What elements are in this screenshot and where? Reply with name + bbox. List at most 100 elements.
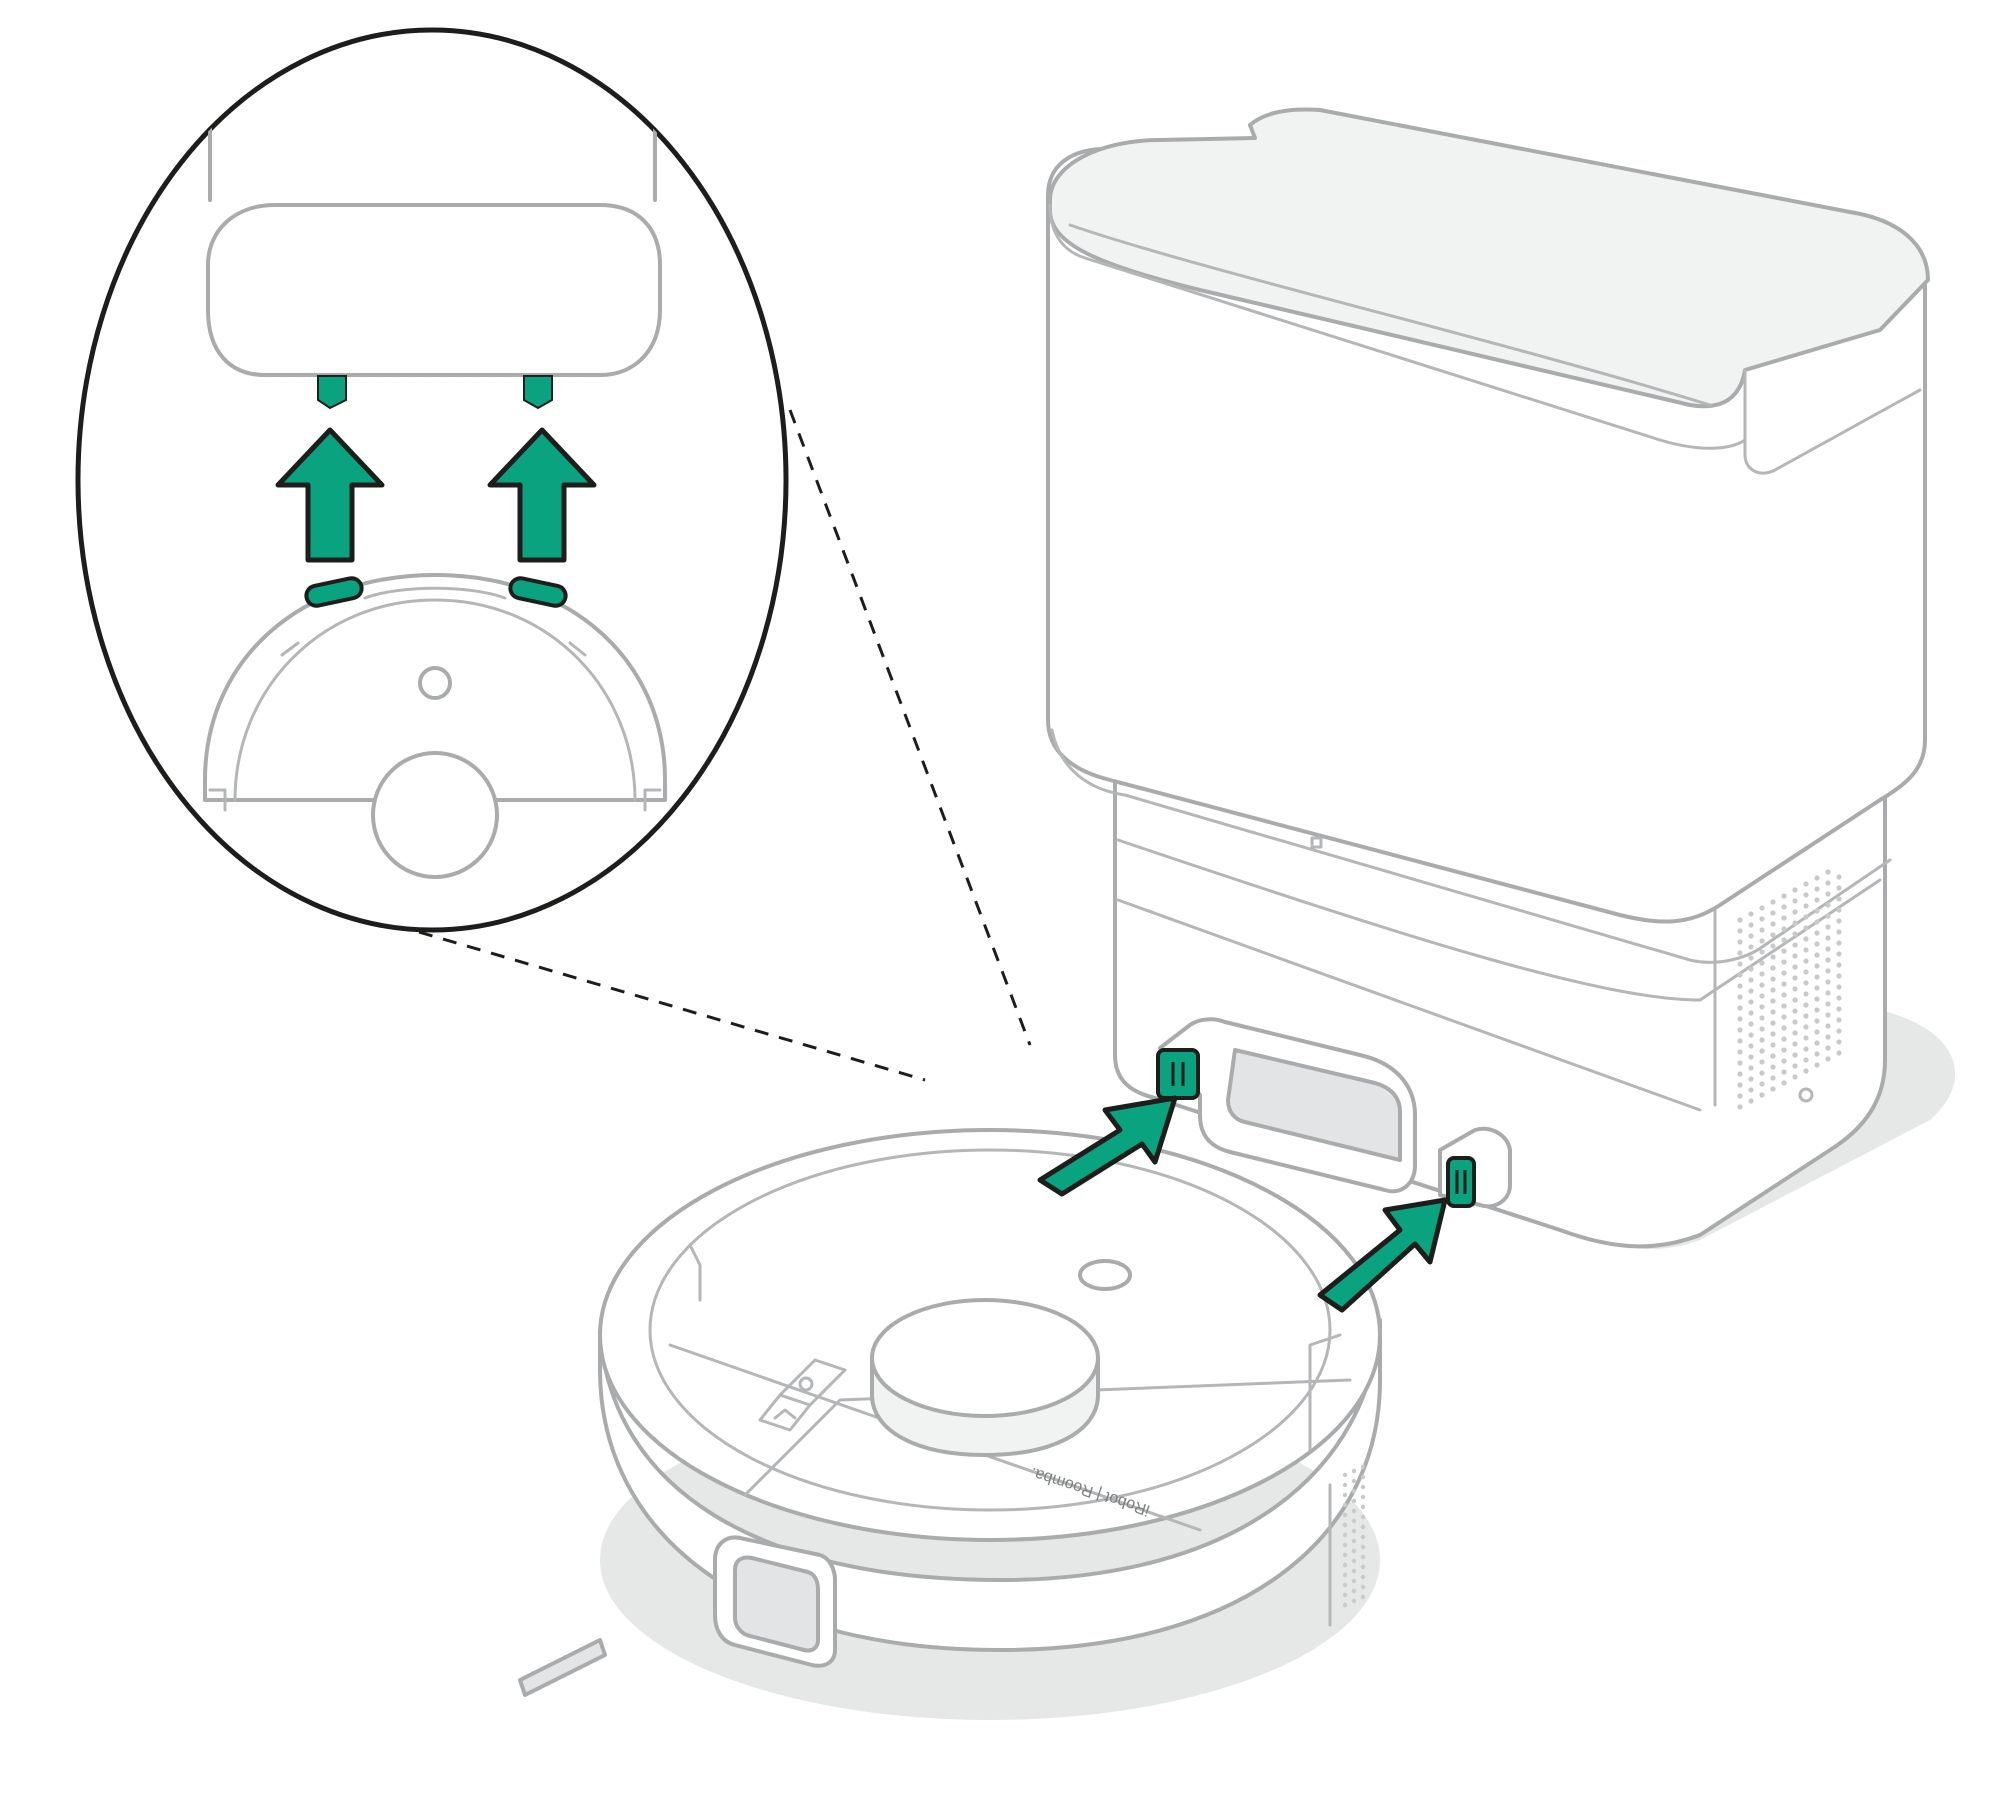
robot-vent-hole xyxy=(1342,1472,1348,1478)
robot-vent-hole xyxy=(1342,1522,1348,1528)
callout-base-contact-left xyxy=(317,375,347,410)
robot-front-camera xyxy=(733,1555,820,1653)
vent-hole xyxy=(1814,1018,1820,1024)
vent-hole xyxy=(1803,947,1809,953)
callout-leader-lines xyxy=(394,409,1032,1082)
robot-vent-hole xyxy=(1360,1584,1366,1590)
robot-top-inner-ring xyxy=(648,1148,1332,1512)
vent-hole xyxy=(1759,1048,1765,1054)
leader-line-upper xyxy=(788,409,1032,1046)
robot-vent-hole xyxy=(1351,1488,1357,1494)
vent-hole xyxy=(1814,1029,1820,1035)
vent-hole xyxy=(1770,987,1776,993)
base-bin-bottom-seam xyxy=(1050,728,1892,964)
vent-hole xyxy=(1770,1086,1776,1092)
vent-hole xyxy=(1814,996,1820,1002)
vent-hole xyxy=(1770,943,1776,949)
vent-hole xyxy=(1759,1059,1765,1065)
vent-hole xyxy=(1748,1043,1754,1049)
vent-hole xyxy=(1825,1045,1831,1051)
vent-hole xyxy=(1803,1002,1809,1008)
vent-hole xyxy=(1748,922,1754,928)
robot-vent-hole xyxy=(1351,1548,1357,1554)
vent-hole xyxy=(1737,1038,1743,1044)
vent-hole xyxy=(1759,1015,1765,1021)
vent-hole xyxy=(1759,960,1765,966)
robot-bumper-seam-left xyxy=(688,1243,702,1302)
vent-hole xyxy=(1836,1028,1842,1034)
vent-hole xyxy=(1781,1047,1787,1053)
vent-hole xyxy=(1770,998,1776,1004)
vent-hole xyxy=(1737,1016,1743,1022)
vent-hole xyxy=(1737,1071,1743,1077)
vent-hole xyxy=(1737,1005,1743,1011)
detail-callout xyxy=(75,27,789,933)
vent-hole xyxy=(1748,955,1754,961)
vent-hole xyxy=(1770,1009,1776,1015)
vent-hole xyxy=(1781,904,1787,910)
robot-vent-hole xyxy=(1351,1468,1357,1474)
vent-hole xyxy=(1803,991,1809,997)
vent-hole xyxy=(1737,939,1743,945)
power-icon[interactable] xyxy=(798,1376,814,1392)
vent-hole xyxy=(1792,942,1798,948)
robot-vent-hole xyxy=(1342,1572,1348,1578)
robot-vent-hole xyxy=(1342,1582,1348,1588)
vent-hole xyxy=(1814,1007,1820,1013)
robot-bumper-seam-right xyxy=(1308,1333,1342,1452)
vent-hole xyxy=(1803,892,1809,898)
vent-hole xyxy=(1814,1062,1820,1068)
vent-hole xyxy=(1737,1049,1743,1055)
robot-vent-hole xyxy=(1360,1544,1366,1550)
vent-hole xyxy=(1825,1012,1831,1018)
robot-vent-hole xyxy=(1360,1574,1366,1580)
vent-hole xyxy=(1803,1024,1809,1030)
robot-vent-hole xyxy=(1342,1542,1348,1548)
callout-base-contact-right xyxy=(523,375,553,410)
vent-hole xyxy=(1803,1068,1809,1074)
callout-robot-inner xyxy=(233,598,637,802)
vent-hole xyxy=(1814,1051,1820,1057)
base-lid-handle xyxy=(1068,223,1712,407)
vent-hole xyxy=(1781,1025,1787,1031)
vent-hole xyxy=(1836,973,1842,979)
robot-side-brush xyxy=(518,1638,607,1697)
vent-hole xyxy=(1770,1031,1776,1037)
robot-vent-hole xyxy=(1360,1534,1366,1540)
vent-hole xyxy=(1803,914,1809,920)
vent-hole xyxy=(1737,917,1743,923)
robot-vent-hole xyxy=(1351,1508,1357,1514)
robot-vent-hole xyxy=(1342,1562,1348,1568)
vent-hole xyxy=(1814,952,1820,958)
vent-hole xyxy=(1781,981,1787,987)
base-evacuation-port xyxy=(1226,1048,1402,1162)
robot-vent-hole xyxy=(1342,1552,1348,1558)
robot-vent-hole xyxy=(1360,1514,1366,1520)
vent-hole xyxy=(1836,984,1842,990)
vent-hole xyxy=(1792,887,1798,893)
vent-hole xyxy=(1836,1050,1842,1056)
vent-hole xyxy=(1814,1040,1820,1046)
robot-lidar-turret xyxy=(870,1298,1100,1457)
vent-hole xyxy=(1770,1053,1776,1059)
vent-hole xyxy=(1759,1081,1765,1087)
robot-vacuum: iRobot | Roomba. xyxy=(518,1128,1382,1720)
vent-hole xyxy=(1759,982,1765,988)
vent-hole xyxy=(1737,1104,1743,1110)
vent-hole xyxy=(1737,983,1743,989)
robot-vent-hole xyxy=(1342,1492,1348,1498)
vent-hole xyxy=(1748,944,1754,950)
vent-hole xyxy=(1770,1064,1776,1070)
vent-hole xyxy=(1748,966,1754,972)
vent-hole xyxy=(1748,1065,1754,1071)
home-icon[interactable] xyxy=(773,1408,797,1420)
base-vent-grille xyxy=(1737,869,1842,1110)
robot-vent-hole xyxy=(1351,1538,1357,1544)
vent-hole xyxy=(1759,905,1765,911)
base-charging-contact-right xyxy=(1446,1156,1476,1208)
vent-hole xyxy=(1825,1056,1831,1062)
callout-base-bumper xyxy=(206,203,662,377)
vent-hole xyxy=(1781,970,1787,976)
vent-hole xyxy=(1759,1004,1765,1010)
